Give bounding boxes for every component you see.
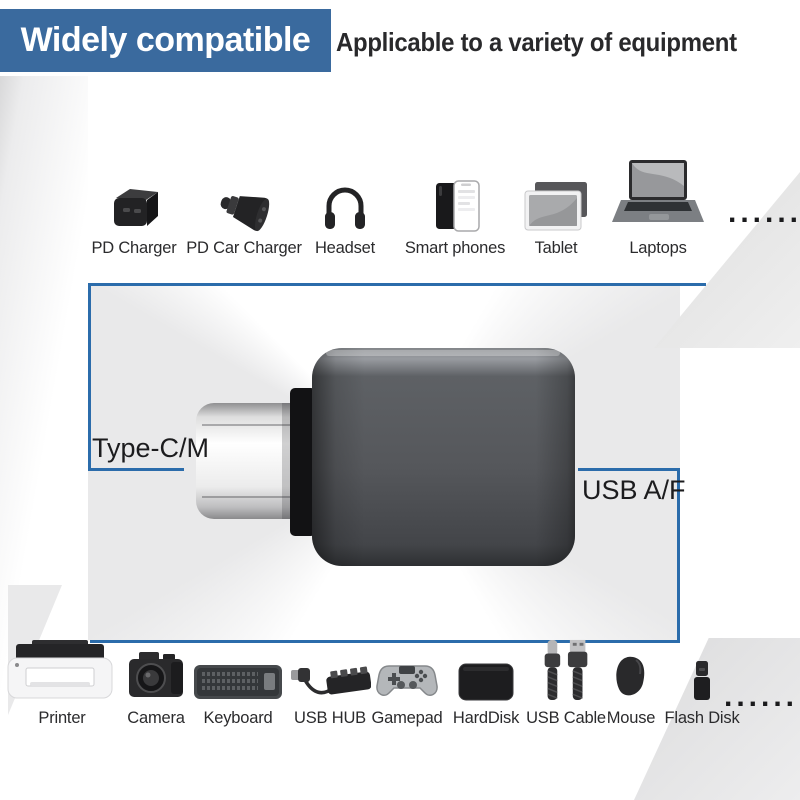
callout-line-left — [88, 283, 91, 471]
device-item-usb-cable: USB Cable — [506, 632, 626, 728]
printer-icon — [6, 640, 118, 702]
header-badge-text: Widely compatible — [20, 21, 311, 59]
callout-line-top — [88, 283, 706, 286]
callout-overline-usb-a — [578, 468, 680, 471]
device-item-smartphones: Smart phones — [395, 150, 515, 258]
device-item-harddisk: HardDisk — [426, 632, 546, 728]
device-item-pd-charger: PD Charger — [74, 150, 194, 258]
top-row-ellipsis: ...... — [728, 196, 800, 229]
plug-collar — [290, 388, 316, 536]
device-item-gamepad: Gamepad — [347, 632, 467, 728]
device-item-mouse: Mouse — [571, 632, 691, 728]
callout-underline-type-c — [88, 468, 184, 471]
device-item-laptops: Laptops — [598, 150, 718, 258]
pd-charger-icon — [106, 186, 162, 232]
keyboard-icon — [194, 662, 282, 702]
flash-disk-icon — [691, 660, 713, 702]
harddisk-icon — [457, 662, 515, 702]
mouse-icon — [612, 656, 650, 702]
device-label: Gamepad — [371, 709, 443, 727]
device-item-tablet: Tablet — [496, 150, 616, 258]
laptop-icon — [612, 160, 704, 232]
device-item-camera: Camera — [96, 632, 216, 728]
callout-line-right — [677, 468, 680, 643]
bottom-row-ellipsis: ...... — [724, 680, 799, 713]
device-label: USB HUB — [294, 709, 366, 727]
device-item-keyboard: Keyboard — [178, 632, 298, 728]
device-label: HardDisk — [452, 709, 520, 727]
device-item-printer: Printer — [2, 632, 122, 728]
device-label: PD Charger — [91, 239, 177, 257]
device-label: Mouse — [606, 709, 656, 727]
smartphones-icon — [428, 180, 482, 232]
device-label: Camera — [127, 709, 185, 727]
car-charger-icon — [218, 186, 270, 232]
usb-cable-icon — [539, 638, 593, 702]
device-label: USB Cable — [526, 709, 606, 727]
device-label: Headset — [314, 239, 376, 257]
device-label: Laptops — [629, 239, 687, 257]
callout-line-bottom — [90, 640, 680, 643]
device-label: Flash Disk — [664, 709, 740, 727]
headset-icon — [320, 184, 370, 232]
device-label: Tablet — [534, 239, 578, 257]
device-item-headset: Headset — [285, 150, 405, 258]
adapter-body — [312, 348, 575, 566]
usb-hub-icon — [289, 658, 371, 702]
tablet-icon — [523, 182, 589, 232]
header-subtitle: Applicable to a variety of equipment — [336, 26, 737, 57]
device-item-car-charger: PD Car Charger — [184, 150, 304, 258]
device-label: PD Car Charger — [186, 239, 302, 257]
camera-icon — [127, 650, 185, 702]
usb-a-connector-label: USB A/F — [582, 475, 686, 505]
device-item-flash-disk: Flash Disk — [642, 632, 762, 728]
device-label: Printer — [38, 709, 86, 727]
type-c-connector-label: Type-C/M — [92, 433, 210, 463]
header-badge: Widely compatible — [0, 9, 331, 72]
device-item-usb-hub: USB HUB — [270, 632, 390, 728]
usb-adapter-product-image — [196, 348, 575, 566]
device-label: Smart phones — [404, 239, 506, 257]
device-label: Keyboard — [203, 709, 273, 727]
gamepad-icon — [375, 658, 439, 702]
